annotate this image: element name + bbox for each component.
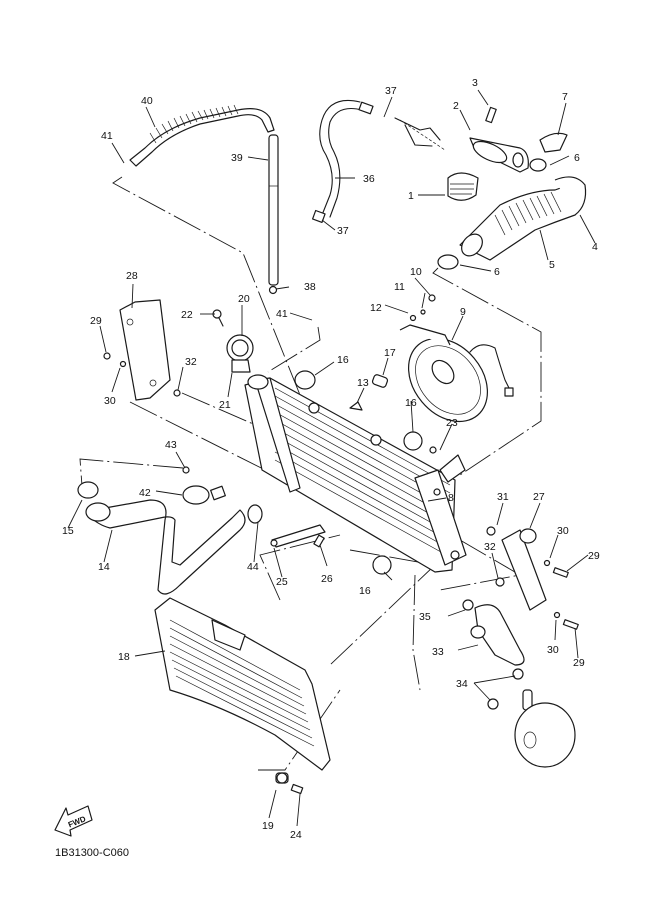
callout-18: 18 <box>118 651 130 663</box>
radiator-core <box>244 374 467 573</box>
callout-15: 15 <box>62 525 74 537</box>
callout-11: 11 <box>394 281 405 293</box>
radiator-guard <box>154 597 331 795</box>
lower-hose <box>77 466 263 595</box>
callout-31: 31 <box>497 491 509 503</box>
callout-24: 24 <box>290 829 302 841</box>
callout-20: 20 <box>238 293 250 305</box>
callout-33: 33 <box>432 646 444 658</box>
callout-4: 4 <box>592 241 598 253</box>
callout-12: 12 <box>370 302 382 314</box>
callout-6-bottom: 6 <box>494 266 500 278</box>
callout-44: 44 <box>247 561 259 573</box>
overflow-hose <box>129 104 279 295</box>
callout-36: 36 <box>363 173 375 185</box>
callout-32-left: 32 <box>185 356 197 368</box>
callout-39: 39 <box>231 152 243 164</box>
stay <box>270 524 326 548</box>
callout-16-bottom: 16 <box>359 585 371 597</box>
radiator-cap <box>212 309 254 373</box>
bracket-left <box>103 299 181 401</box>
callout-labels: 40 41 39 38 37 36 37 3 2 7 6 1 4 5 6 10 … <box>62 77 600 841</box>
callout-5: 5 <box>549 259 555 271</box>
bracket-right <box>486 526 579 630</box>
callout-9: 9 <box>460 306 466 318</box>
callout-29-right-bottom: 29 <box>573 657 585 669</box>
callout-21: 21 <box>219 399 231 411</box>
callout-7: 7 <box>562 91 568 103</box>
callout-19: 19 <box>262 820 274 832</box>
callout-41: 41 <box>101 130 113 142</box>
callout-3: 3 <box>472 77 478 89</box>
callout-43: 43 <box>165 439 177 451</box>
callout-22: 22 <box>181 309 193 321</box>
callout-13: 13 <box>357 377 369 389</box>
callout-34: 34 <box>456 678 468 690</box>
callout-26: 26 <box>321 573 333 585</box>
callout-23: 23 <box>446 417 458 429</box>
breather-hose <box>311 99 446 224</box>
callout-1: 1 <box>408 190 414 202</box>
callout-35: 35 <box>419 611 431 623</box>
callout-14: 14 <box>98 561 110 573</box>
callout-38: 38 <box>304 281 316 293</box>
callout-37-top: 37 <box>385 85 397 97</box>
oil-cooler <box>462 599 576 768</box>
callout-10: 10 <box>410 266 422 278</box>
callout-28: 28 <box>126 270 138 282</box>
callout-42: 42 <box>139 487 151 499</box>
callout-40: 40 <box>141 95 153 107</box>
callout-2: 2 <box>453 100 459 112</box>
callout-41-mid: 41 <box>276 308 288 320</box>
callout-37-bottom: 37 <box>337 225 349 237</box>
leader-lines <box>67 89 596 827</box>
callout-30-left: 30 <box>104 395 116 407</box>
callout-29-right-top: 29 <box>588 550 600 562</box>
callout-27: 27 <box>533 491 545 503</box>
grommets <box>294 294 437 575</box>
cooling-fan <box>399 324 514 423</box>
diagram-code: 1B31300-C060 <box>55 847 129 859</box>
callout-16-mid: 16 <box>405 397 417 409</box>
callout-29-left: 29 <box>90 315 102 327</box>
coolant-hose <box>437 176 587 270</box>
callout-30-right-top: 30 <box>557 525 569 537</box>
callout-32-right: 32 <box>484 541 496 553</box>
callout-25: 25 <box>276 576 288 588</box>
callout-17: 17 <box>384 347 396 359</box>
callout-8: 8 <box>448 492 454 504</box>
callout-6-top: 6 <box>574 152 580 164</box>
fwd-arrow-icon: FWD <box>54 805 93 837</box>
thermostat-group <box>447 106 568 201</box>
callout-16-top: 16 <box>337 354 349 366</box>
callout-30-right-bottom: 30 <box>547 644 559 656</box>
